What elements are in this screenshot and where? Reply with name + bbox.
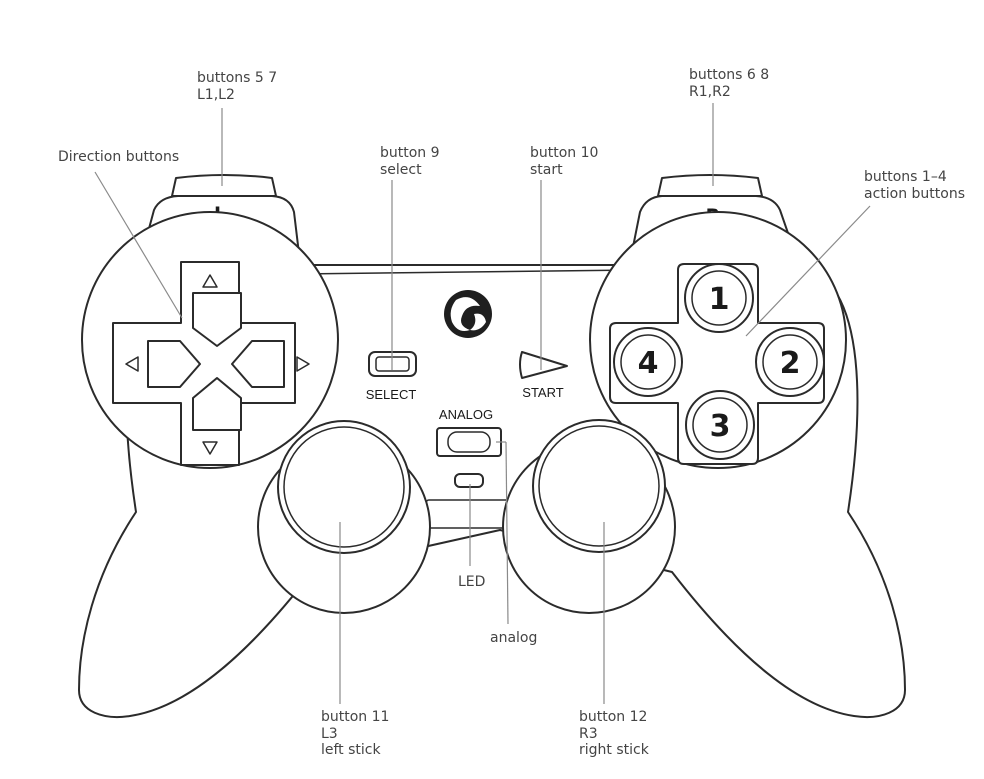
center-panel-edge xyxy=(297,269,641,275)
action-button-4[interactable]: 4 xyxy=(613,327,683,397)
action-button-2[interactable]: 2 xyxy=(755,327,825,397)
dpad-right-button[interactable] xyxy=(231,340,285,388)
dpad-left-button[interactable] xyxy=(147,340,201,388)
callout-led: LED xyxy=(458,574,485,590)
action-button-3-label: 3 xyxy=(710,409,731,444)
brand-logo-icon xyxy=(444,290,492,338)
callout-analog: analog xyxy=(490,630,537,646)
start-label: START xyxy=(522,385,563,400)
led-indicator xyxy=(454,473,484,488)
callout-start: button 10 start xyxy=(530,145,603,178)
analog-button[interactable] xyxy=(436,427,502,457)
analog-label: ANALOG xyxy=(439,407,493,422)
dpad-right-arrow-icon xyxy=(296,356,310,372)
callout-left-shoulder: buttons 5 7 L1,L2 xyxy=(197,70,282,103)
dpad-down-arrow-icon xyxy=(202,441,218,455)
callout-right-shoulder: buttons 6 8 R1,R2 xyxy=(689,67,774,100)
right-analog-stick[interactable] xyxy=(502,419,676,614)
callout-select: button 9 select xyxy=(380,145,444,178)
dpad-up-button[interactable] xyxy=(192,292,242,347)
action-button-plate xyxy=(609,263,825,465)
callout-direction-buttons: Direction buttons xyxy=(58,149,179,165)
action-button-3[interactable]: 3 xyxy=(685,390,755,460)
start-button[interactable] xyxy=(519,351,568,379)
select-label: SELECT xyxy=(366,387,417,402)
action-button-2-label: 2 xyxy=(780,346,801,381)
action-button-1[interactable]: 1 xyxy=(684,263,754,333)
dpad-left-arrow-icon xyxy=(125,356,139,372)
callout-action-buttons: buttons 1–4 action buttons xyxy=(864,169,965,202)
left-analog-stick[interactable] xyxy=(257,420,431,614)
action-button-4-label: 4 xyxy=(638,346,659,381)
callout-left-stick: button 11 L3 left stick xyxy=(321,709,394,758)
dpad-down-button[interactable] xyxy=(192,377,242,431)
dpad-up-arrow-icon xyxy=(202,274,218,288)
dpad[interactable] xyxy=(112,261,310,466)
leader-lines xyxy=(94,103,871,704)
callout-right-stick: button 12 R3 right stick xyxy=(579,709,652,758)
action-button-1-label: 1 xyxy=(709,282,730,317)
